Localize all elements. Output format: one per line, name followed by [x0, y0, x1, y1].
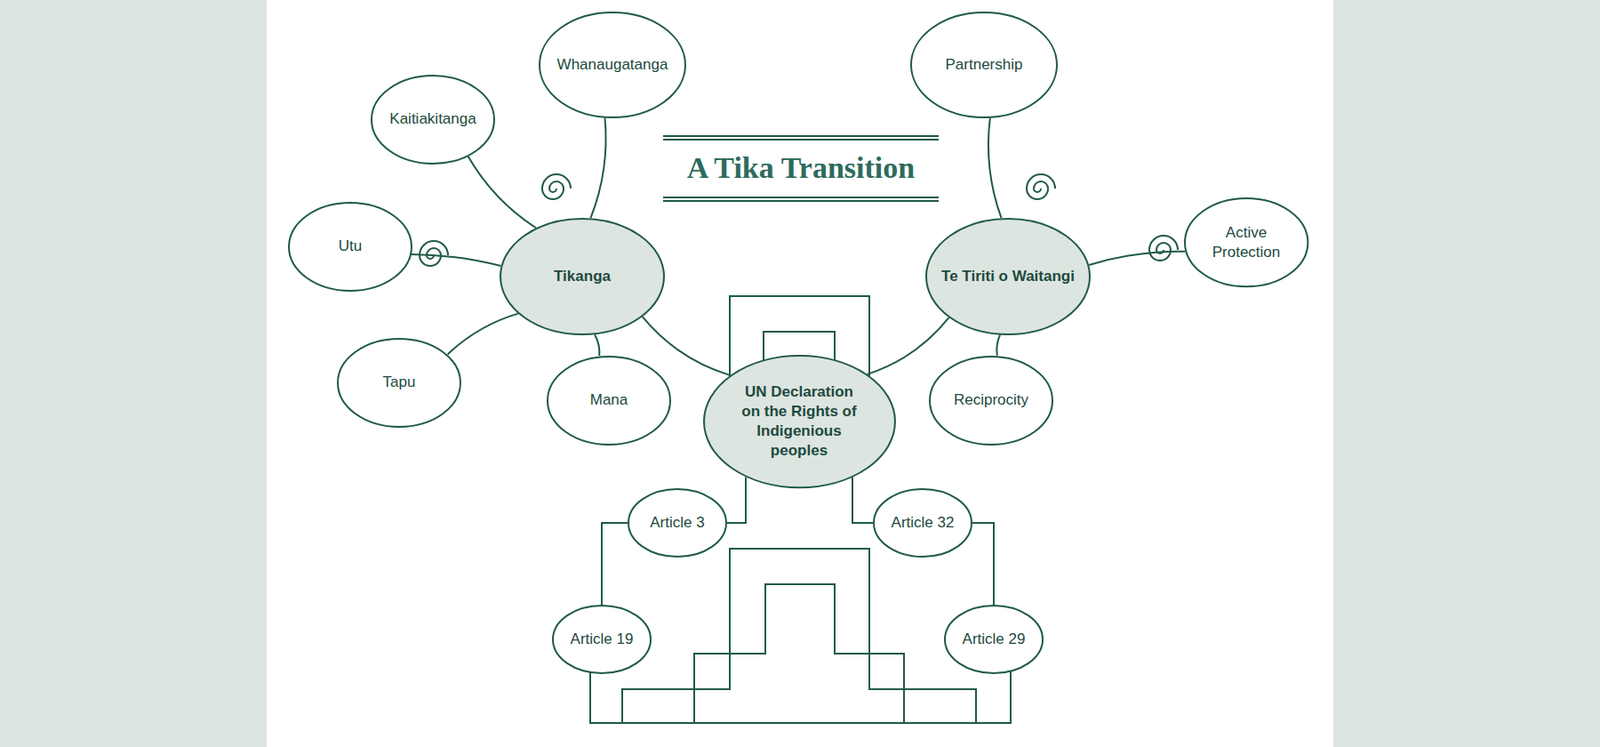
connector — [1088, 251, 1185, 265]
concept-ellipse: Article 19 — [552, 604, 652, 674]
core-ellipse: UN Declaration on the Rights of Indigeni… — [703, 354, 896, 488]
connector — [594, 334, 600, 356]
concept-ellipse: Kaitiakitanga — [370, 74, 496, 165]
side-band — [1333, 0, 1600, 747]
concept-ellipse: Reciprocity — [928, 355, 1054, 446]
concept-ellipse: Article 32 — [872, 488, 973, 558]
concept-ellipse: Article 29 — [944, 604, 1044, 674]
node-label: Article 32 — [891, 512, 955, 533]
concept-ellipse: Partnership — [910, 11, 1058, 119]
koru-spiral — [542, 174, 571, 200]
node-label: Kaitiakitanga — [389, 109, 476, 129]
title-rule — [663, 138, 939, 141]
connector — [867, 317, 950, 375]
concept-ellipse: Whanaugatanga — [538, 11, 687, 119]
connector — [996, 335, 1000, 356]
koru-spiral — [419, 240, 448, 266]
connector — [468, 156, 536, 229]
node-label: Active Protection — [1201, 223, 1291, 263]
node-label: Reciprocity — [953, 390, 1029, 410]
concept-ellipse: Article 3 — [627, 488, 728, 558]
connector — [601, 522, 628, 605]
node-label: Article 29 — [962, 629, 1026, 649]
node-label: Partnership — [945, 55, 1024, 75]
connector — [727, 477, 746, 523]
title-rule — [663, 135, 939, 137]
connector — [852, 477, 873, 523]
core-ellipse: Tikanga — [499, 217, 665, 336]
concept-ellipse: Utu — [288, 201, 413, 292]
ellipse-outline — [1184, 197, 1309, 288]
connector — [448, 313, 519, 355]
node-label: Tapu — [383, 372, 416, 392]
connector — [590, 118, 606, 219]
concept-ellipse: Mana — [546, 355, 672, 446]
connector — [411, 254, 502, 266]
node-label: UN Declaration on the Rights of Indigeni… — [736, 382, 862, 461]
step-line — [694, 584, 904, 723]
node-label: Whanaugatanga — [557, 55, 669, 75]
node-label: Mana — [590, 390, 629, 410]
diagram-title: A Tika Transition — [687, 151, 915, 185]
koru-spiral — [1149, 235, 1178, 261]
concept-ellipse: Tapu — [336, 337, 462, 428]
concept-ellipse: Active Protection — [1184, 197, 1309, 288]
title-rule — [663, 196, 939, 199]
ellipse-outline — [703, 354, 896, 488]
node-label: Article 3 — [649, 512, 704, 533]
connector — [642, 316, 730, 376]
core-ellipse: Te Tiriti o Waitangi — [925, 217, 1091, 336]
node-label: Article 19 — [570, 629, 634, 649]
connector — [988, 118, 1002, 218]
node-label: Utu — [338, 236, 362, 256]
koru-spiral — [1026, 174, 1056, 200]
connector — [972, 522, 994, 605]
title-rule — [663, 200, 939, 202]
node-label: Tikanga — [553, 266, 611, 287]
side-band — [0, 0, 267, 747]
node-label: Te Tiriti o Waitangi — [941, 266, 1075, 287]
step-line — [622, 548, 976, 723]
